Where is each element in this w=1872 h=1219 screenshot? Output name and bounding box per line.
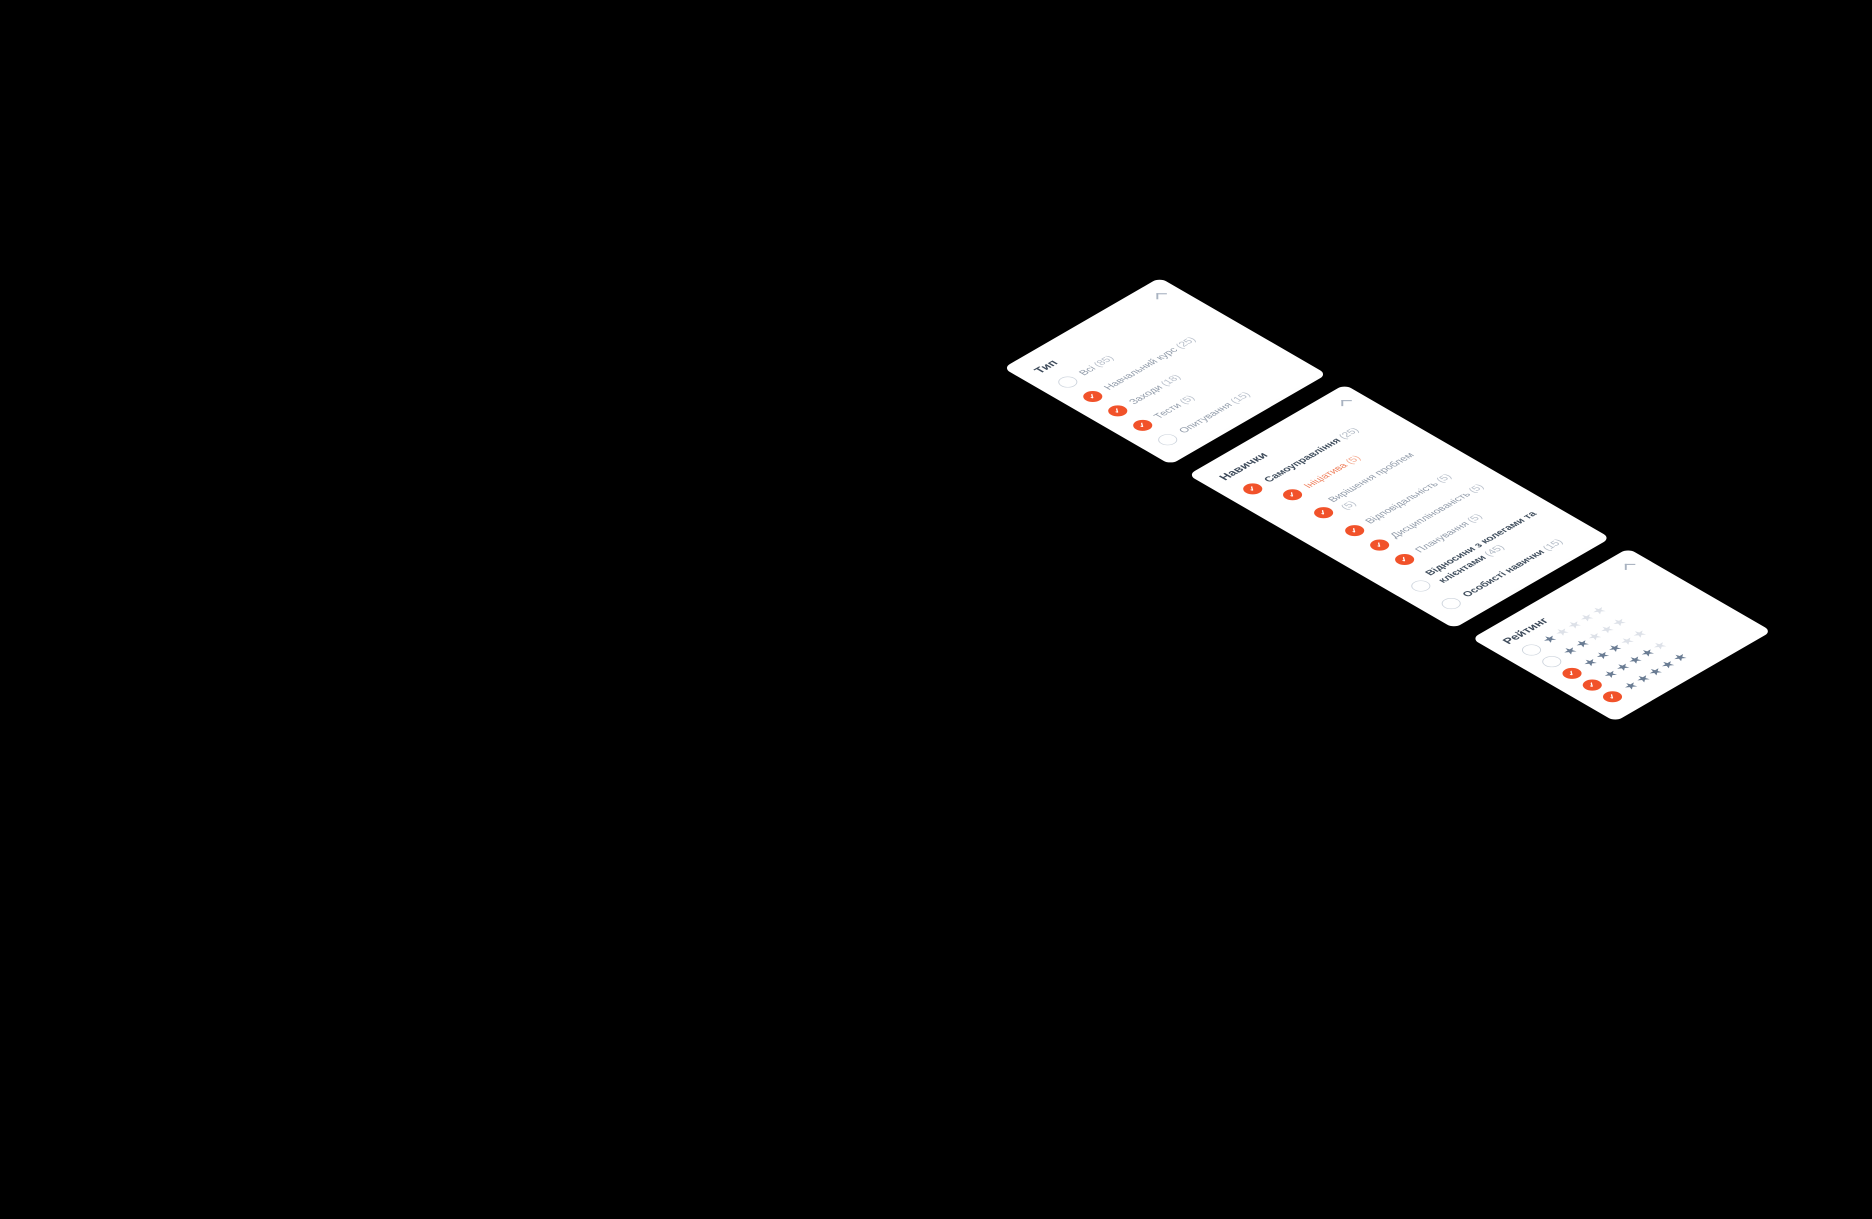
option-label: Вирішення проблем (5) bbox=[1324, 443, 1444, 512]
chevron-up-icon[interactable] bbox=[1156, 293, 1167, 300]
option-count: (5) bbox=[1337, 499, 1359, 512]
checkbox-unchecked[interactable] bbox=[1054, 374, 1082, 390]
checkbox-unchecked[interactable] bbox=[1407, 578, 1435, 594]
option-count: (5) bbox=[1433, 472, 1455, 485]
option-count: (5) bbox=[1464, 512, 1485, 525]
checkbox-checked-icon[interactable]: ✓ bbox=[1599, 689, 1627, 705]
option-count: (25) bbox=[1172, 334, 1198, 350]
option-text: Заходи bbox=[1125, 382, 1165, 406]
option-count: (15) bbox=[1226, 390, 1253, 405]
checkbox-unchecked[interactable] bbox=[1154, 431, 1182, 448]
option-count: (18) bbox=[1157, 372, 1183, 388]
checkbox-unchecked[interactable] bbox=[1437, 595, 1465, 612]
option-count: (85) bbox=[1090, 353, 1116, 369]
option-count: (25) bbox=[1335, 425, 1362, 441]
option-count: (5) bbox=[1465, 482, 1487, 495]
option-label: Всі (85) bbox=[1075, 353, 1118, 378]
checkbox-checked-icon[interactable]: ✓ bbox=[1390, 551, 1418, 568]
filter-card-skills: Навички ✓ Самоуправління (25) ✓ Ініціати… bbox=[1187, 384, 1611, 629]
checkbox-checked-icon[interactable]: ✓ bbox=[1129, 417, 1157, 434]
checkbox-checked-icon[interactable]: ✓ bbox=[1579, 677, 1607, 694]
option-text: Всі bbox=[1075, 363, 1098, 377]
checkbox-checked-icon[interactable]: ✓ bbox=[1104, 403, 1132, 419]
filters-panel-group: Тип Всі (85) ✓ Навчальний курс (25) ✓ За… bbox=[1003, 277, 1790, 732]
checkbox-checked-icon[interactable]: ✓ bbox=[1340, 522, 1368, 539]
checkbox-unchecked[interactable] bbox=[1538, 654, 1566, 670]
chevron-up-icon[interactable] bbox=[1341, 400, 1352, 407]
chevron-up-icon[interactable] bbox=[1625, 564, 1636, 571]
option-count: (15) bbox=[1539, 537, 1566, 553]
checkbox-checked-icon[interactable]: ✓ bbox=[1558, 665, 1586, 682]
checkbox-unchecked[interactable] bbox=[1518, 642, 1546, 658]
checkbox-checked-icon[interactable]: ✓ bbox=[1079, 388, 1107, 405]
checkbox-checked-icon[interactable]: ✓ bbox=[1279, 486, 1307, 503]
checkbox-checked-icon[interactable]: ✓ bbox=[1310, 504, 1338, 521]
checkbox-checked-icon[interactable]: ✓ bbox=[1365, 537, 1393, 553]
option-text: Ініціатива bbox=[1300, 460, 1350, 490]
option-count: (5) bbox=[1176, 393, 1197, 406]
option-count: (5) bbox=[1342, 453, 1363, 466]
option-text: Тести bbox=[1150, 400, 1184, 421]
checkbox-checked-icon[interactable]: ✓ bbox=[1239, 481, 1267, 497]
